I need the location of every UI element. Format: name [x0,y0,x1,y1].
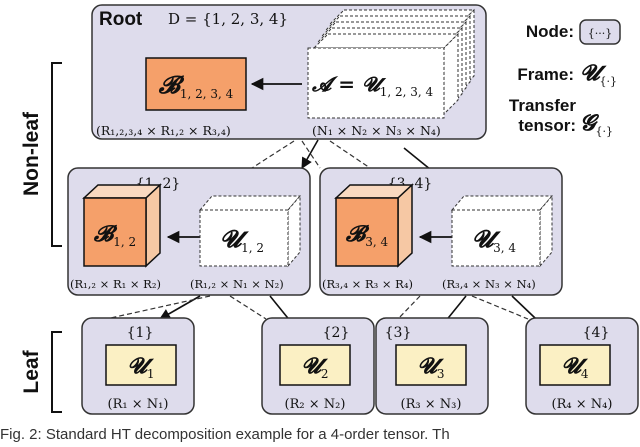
node-3-4: {3, 4} 𝓑3, 4 𝓤3, 4 (R₃,₄ × R₃ × R₄) (R₃,… [319,167,563,296]
root-transfer-dims: (R₁,₂,₃,₄ × R₁,₂ × R₃,₄) [96,123,231,138]
legend-node-swatch [579,19,621,45]
legend-transfer-symbol: 𝓖 [580,110,600,136]
leaf-4-set: {4} [583,325,610,341]
root-transfer-tensor-box [145,57,247,111]
root-frame-subscript: 1, 2, 3, 4 [380,85,434,99]
node-3-4-frame-cube [450,194,554,268]
legend-node-glyph: {···} [588,27,613,40]
legend-node-label: Node: [526,22,574,41]
leaf-2-frame-box [279,344,351,386]
leaf-3-frame-box [395,344,467,386]
leaf-1-dims: (R₁ × N₁) [108,397,169,412]
root-frame-symbol: 𝓐 = 𝓤 [311,72,387,96]
nonleaf-bracket [51,62,62,247]
svg-text:𝓤{·}: 𝓤{·} [580,60,617,88]
leaf-3-set: {3} [385,325,412,341]
leaf-4: {4} 𝓤4 (R₄ × N₄) [525,317,639,415]
legend: Node: {···} Frame: 𝓤{·} Transfer tensor:… [509,19,621,138]
leaf-1-set: {1} [127,325,154,341]
node-1-2-transfer-dims: (R₁,₂ × R₁ × R₂) [70,277,161,291]
root-index-set: D = {1, 2, 3, 4} [168,10,288,28]
leaf-4-frame-subscript: 4 [581,367,589,381]
leaf-1: {1} 𝓤1 (R₁ × N₁) [81,317,195,415]
node-1-2-frame-subscript: 1, 2 [241,241,264,255]
node-3-4-frame-dims: (R₃,₄ × N₃ × N₄) [442,277,536,291]
svg-text:𝓖{·}: 𝓖{·} [580,110,613,138]
leaf-2: {2} 𝓤2 (R₂ × N₂) [261,317,375,415]
node-1-2-frame-dims: (R₁,₂ × N₁ × N₂) [190,277,284,291]
root-node: Root D = {1, 2, 3, 4} 𝓑1, 2, 3, 4 [91,4,487,140]
root-transfer-subscript: 1, 2, 3, 4 [180,87,234,101]
node-1-2-transfer-cube [82,183,162,268]
node-1-2-transfer-subscript: 1, 2 [113,235,136,249]
node-3-4-transfer-cube [334,183,414,268]
leaf-3-dims: (R₃ × N₃) [401,397,462,412]
ht-tree-diagram: Root D = {1, 2, 3, 4} 𝓑1, 2, 3, 4 [20,4,639,415]
leaf-edges [105,295,557,339]
legend-transfer-subscript: {·} [595,125,613,138]
leaf-1-frame-subscript: 1 [147,367,155,381]
nonleaf-label: Non-leaf [20,111,43,196]
leaf-2-frame-subscript: 2 [321,367,329,381]
node-1-2: {1, 2} 𝓑1, 2 𝓤1, 2 (R₁,₂ × R₁ × R₂) (R₁,… [67,167,311,296]
root-frame-dims: (N₁ × N₂ × N₃ × N₄) [312,123,441,138]
svg-text:𝓐 = 𝓤1, 2, 3, 4: 𝓐 = 𝓤1, 2, 3, 4 [311,72,434,99]
node-3-4-transfer-dims: (R₃,₄ × R₃ × R₄) [322,277,413,291]
svg-text:𝓤1, 2: 𝓤1, 2 [220,224,264,255]
leaf-4-dims: (R₄ × N₄) [552,397,613,412]
leaf-4-frame-box [539,344,611,386]
figure-caption: Fig. 2: Standard HT decomposition exampl… [0,426,450,443]
node-1-2-frame-cube [198,194,302,268]
legend-transfer-label-2: tensor: [518,116,576,135]
leaf-1-frame-box [105,344,177,386]
legend-transfer-label-1: Transfer [509,96,576,115]
legend-frame-subscript: {·} [600,75,618,88]
leaf-3: {3} 𝓤3 (R₃ × N₃) [375,317,489,415]
node-3-4-transfer-subscript: 3, 4 [365,235,388,249]
leaf-3-frame-subscript: 3 [437,367,445,381]
level-brackets: Non-leaf Leaf [20,62,62,413]
leaf-2-dims: (R₂ × N₂) [285,397,346,412]
root-frame-stack [307,8,476,119]
leaf-2-set: {2} [323,325,350,341]
leaf-bracket [51,331,62,413]
root-label: Root [99,9,143,30]
node-3-4-frame-subscript: 3, 4 [493,241,516,255]
leaf-label: Leaf [20,349,43,393]
legend-frame-label: Frame: [517,65,574,84]
